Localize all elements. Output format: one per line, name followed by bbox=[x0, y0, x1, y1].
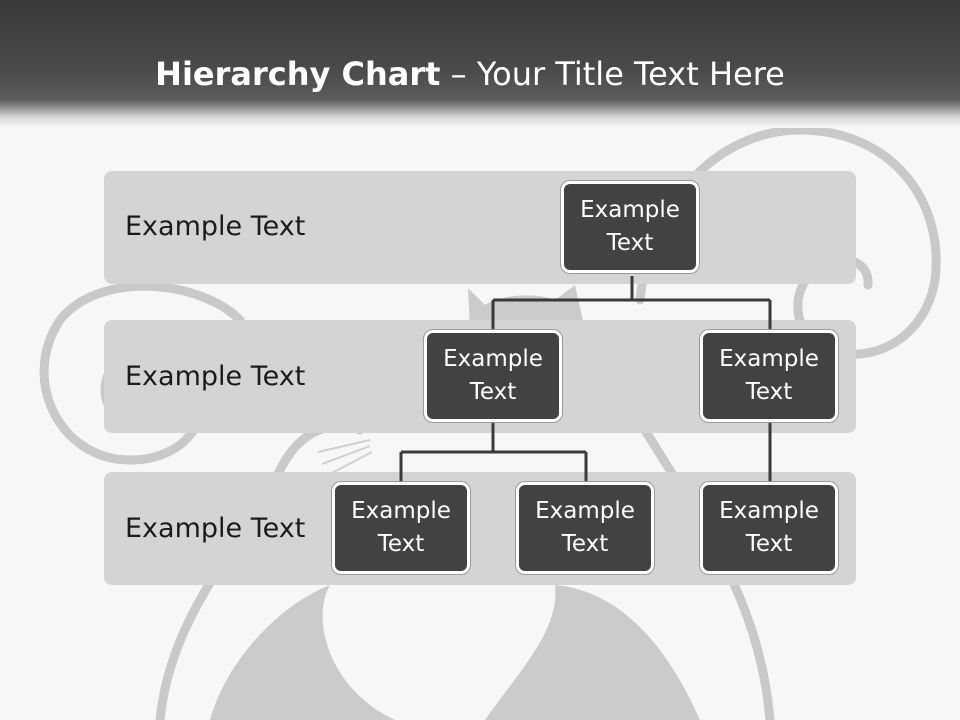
level-band-1 bbox=[104, 171, 856, 284]
whisker-1 bbox=[317, 439, 371, 453]
connector-midleft-to-bottom bbox=[399, 422, 588, 482]
title-rest: Your Title Text Here bbox=[476, 55, 785, 93]
level-label-3: Example Text bbox=[125, 513, 306, 544]
level-label-1: Example Text bbox=[125, 211, 306, 242]
title-bold-part: Hierarchy Chart bbox=[155, 55, 441, 93]
whisker-3 bbox=[329, 451, 373, 475]
title-separator: – bbox=[440, 55, 477, 93]
right-cat-body bbox=[485, 585, 700, 720]
left-cat-body bbox=[210, 585, 395, 720]
title-bar: Hierarchy Chart – Your Title Text Here bbox=[0, 0, 960, 128]
level-label-2: Example Text bbox=[125, 361, 306, 392]
connector-root-to-mid bbox=[491, 276, 772, 330]
cat-head bbox=[468, 285, 585, 330]
whisker-2 bbox=[321, 445, 371, 465]
slide-title: Hierarchy Chart – Your Title Text Here bbox=[0, 54, 940, 94]
